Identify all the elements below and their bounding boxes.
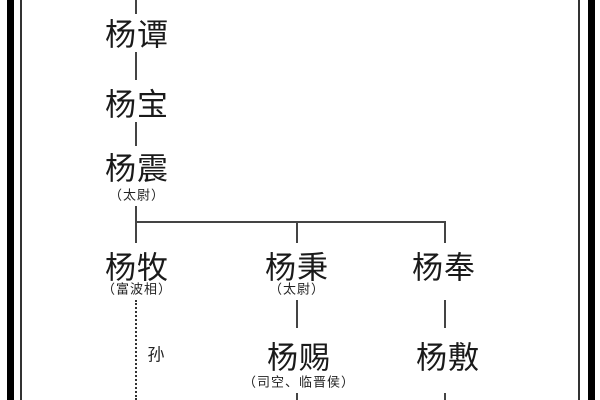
frame-left-thin-border	[20, 0, 22, 400]
frame-right-thick-border	[588, 0, 595, 400]
node-yang-feng: 杨奉	[412, 250, 476, 287]
connector-to-yang-bing	[296, 221, 298, 243]
node-yang-ci-title: （司空、临晋侯）	[242, 375, 356, 391]
node-yang-mu: 杨牧	[105, 250, 169, 287]
connector-yang-feng-to-yang-fu	[444, 300, 446, 328]
node-yang-ci: 杨赐	[267, 340, 331, 377]
node-yang-bing: 杨秉	[265, 250, 329, 287]
connector-yang-ci-down	[296, 393, 298, 400]
dotted-connector-yang-mu-grandson	[135, 300, 137, 400]
grandson-label: 孙	[147, 345, 165, 366]
connector-yang-tan-to-yang-bao	[135, 52, 137, 80]
connector-top-to-yang-tan	[135, 0, 137, 14]
connector-to-yang-feng	[444, 221, 446, 243]
sibling-connector-bar	[135, 221, 446, 223]
connector-yang-bao-to-yang-zhen	[135, 122, 137, 146]
node-yang-zhen: 杨震	[105, 151, 169, 188]
node-yang-fu: 杨敷	[416, 340, 480, 377]
node-yang-bao: 杨宝	[105, 87, 169, 124]
frame-left-thick-border	[7, 0, 14, 400]
node-yang-tan: 杨谭	[105, 17, 169, 54]
frame-right-thin-border	[578, 0, 580, 400]
node-yang-zhen-title: （太尉）	[108, 188, 166, 204]
connector-yang-bing-to-yang-ci	[296, 300, 298, 328]
node-yang-bing-title: （太尉）	[268, 282, 326, 298]
node-yang-mu-title: （富波相）	[101, 282, 173, 298]
connector-yang-zhen-down	[135, 206, 137, 243]
connector-yang-fu-down	[444, 393, 446, 400]
